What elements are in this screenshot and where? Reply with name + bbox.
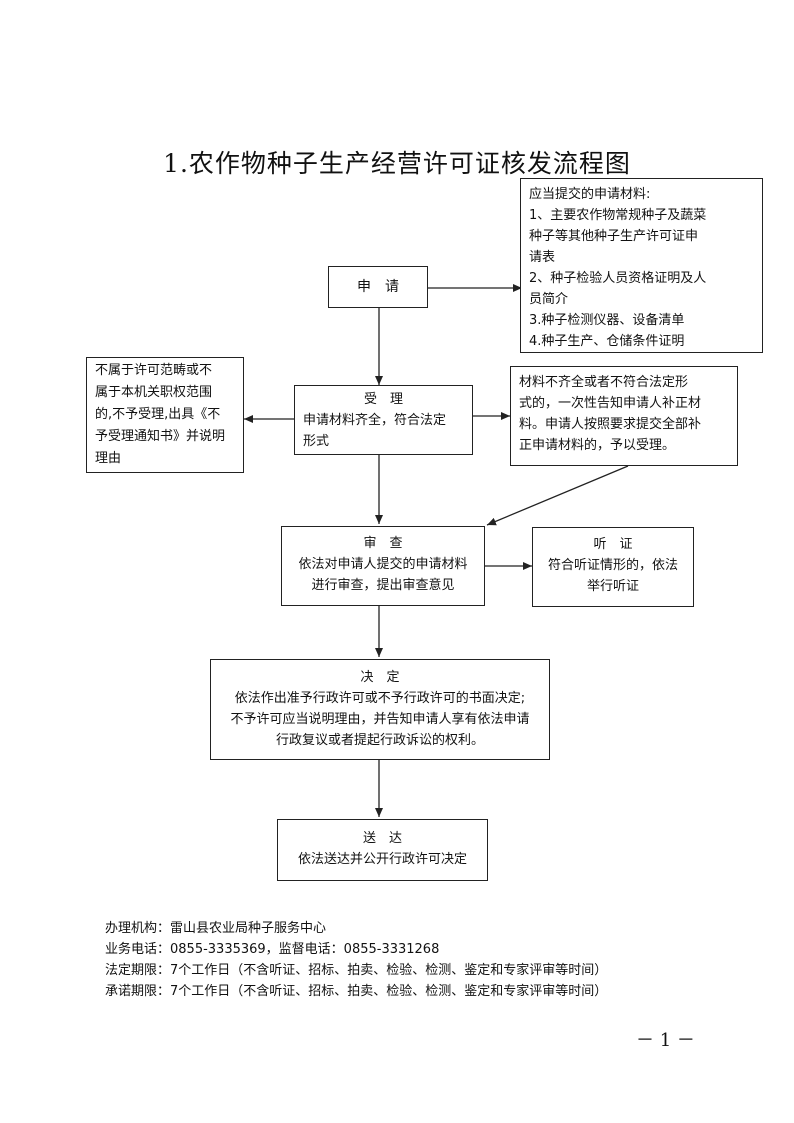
materials-line: 4.种子生产、仓储条件证明	[529, 334, 685, 349]
materials-line: 2、种子检验人员资格证明及人	[529, 271, 707, 286]
materials-line: 种子等其他种子生产许可证申	[529, 229, 699, 244]
hearing-heading: 听 证	[593, 537, 633, 552]
decision-line: 不予许可应当说明理由，并告知申请人享有依法申请	[230, 712, 530, 727]
materials-line: 请表	[529, 250, 556, 265]
review-line: 进行审查，提出审查意见	[311, 578, 455, 593]
accept-box: 受 理 申请材料齐全，符合法定 形式	[294, 385, 473, 455]
supplement-line: 正申请材料的，予以受理。	[519, 438, 676, 453]
materials-line: 3.种子检测仪器、设备清单	[529, 313, 685, 328]
materials-heading: 应当提交的申请材料:	[529, 187, 651, 202]
hearing-box: 听 证 符合听证情形的，依法 举行听证	[532, 527, 694, 607]
required-materials-box: 应当提交的申请材料: 1、主要农作物常规种子及蔬菜 种子等其他种子生产许可证申 …	[520, 178, 763, 353]
materials-line: 1、主要农作物常规种子及蔬菜	[529, 208, 707, 223]
page-number: － 1 －	[636, 1030, 695, 1051]
footer-legal-deadline: 法定期限：7个工作日（不含听证、招标、拍卖、检验、检测、鉴定和专家评审等时间）	[105, 963, 608, 978]
reject-line: 予受理通知书》并说明	[95, 429, 226, 444]
materials-line: 员简介	[529, 292, 569, 307]
delivery-box: 送 达 依法送达并公开行政许可决定	[277, 819, 488, 881]
review-line: 依法对申请人提交的申请材料	[298, 557, 468, 572]
footer-promised-deadline: 承诺期限：7个工作日（不含听证、招标、拍卖、检验、检测、鉴定和专家评审等时间）	[105, 984, 608, 999]
supplement-line: 料。申请人按照要求提交全部补	[519, 417, 702, 432]
hearing-line: 举行听证	[586, 579, 639, 594]
footer-office: 办理机构：雷山县农业局种子服务中心	[105, 921, 327, 936]
decision-heading: 决 定	[360, 670, 400, 685]
review-box: 审 查 依法对申请人提交的申请材料 进行审查，提出审查意见	[281, 526, 485, 606]
supplement-line: 材料不齐全或者不符合法定形	[519, 375, 689, 390]
decision-line: 依法作出准予行政许可或不予行政许可的书面决定;	[234, 691, 526, 706]
footer-info: 办理机构：雷山县农业局种子服务中心 业务电话：0855-3335369，监督电话…	[105, 918, 607, 1002]
accept-line: 形式	[303, 434, 330, 449]
arrow-supplement-to-review	[486, 465, 629, 526]
not-accepted-box: 不属于许可范畴或不 属于本机关职权范围 的,不予受理,出具《不 予受理通知书》并…	[86, 357, 244, 473]
decision-line: 行政复议或者提起行政诉讼的权利。	[275, 733, 484, 748]
hearing-line: 符合听证情形的，依法	[547, 558, 678, 573]
review-heading: 审 查	[363, 536, 403, 551]
reject-line: 的,不予受理,出具《不	[95, 407, 221, 422]
decision-box: 决 定 依法作出准予行政许可或不予行政许可的书面决定; 不予许可应当说明理由，并…	[210, 659, 550, 760]
reject-line: 属于本机关职权范围	[95, 385, 213, 400]
reject-line: 理由	[95, 451, 122, 466]
apply-label: 申 请	[357, 279, 399, 295]
accept-heading: 受 理	[363, 392, 403, 407]
apply-box: 申 请	[328, 266, 428, 308]
page-title: 1.农作物种子生产经营许可证核发流程图	[163, 149, 631, 178]
footer-phone: 业务电话：0855-3335369，监督电话：0855-3331268	[105, 942, 440, 957]
accept-line: 申请材料齐全，符合法定	[303, 413, 447, 428]
supplement-line: 式的，一次性告知申请人补正材	[519, 396, 702, 411]
reject-line: 不属于许可范畴或不	[95, 363, 213, 378]
supplement-materials-box: 材料不齐全或者不符合法定形 式的，一次性告知申请人补正材 料。申请人按照要求提交…	[510, 366, 738, 466]
delivery-heading: 送 达	[362, 831, 402, 846]
delivery-line: 依法送达并公开行政许可决定	[297, 852, 467, 867]
